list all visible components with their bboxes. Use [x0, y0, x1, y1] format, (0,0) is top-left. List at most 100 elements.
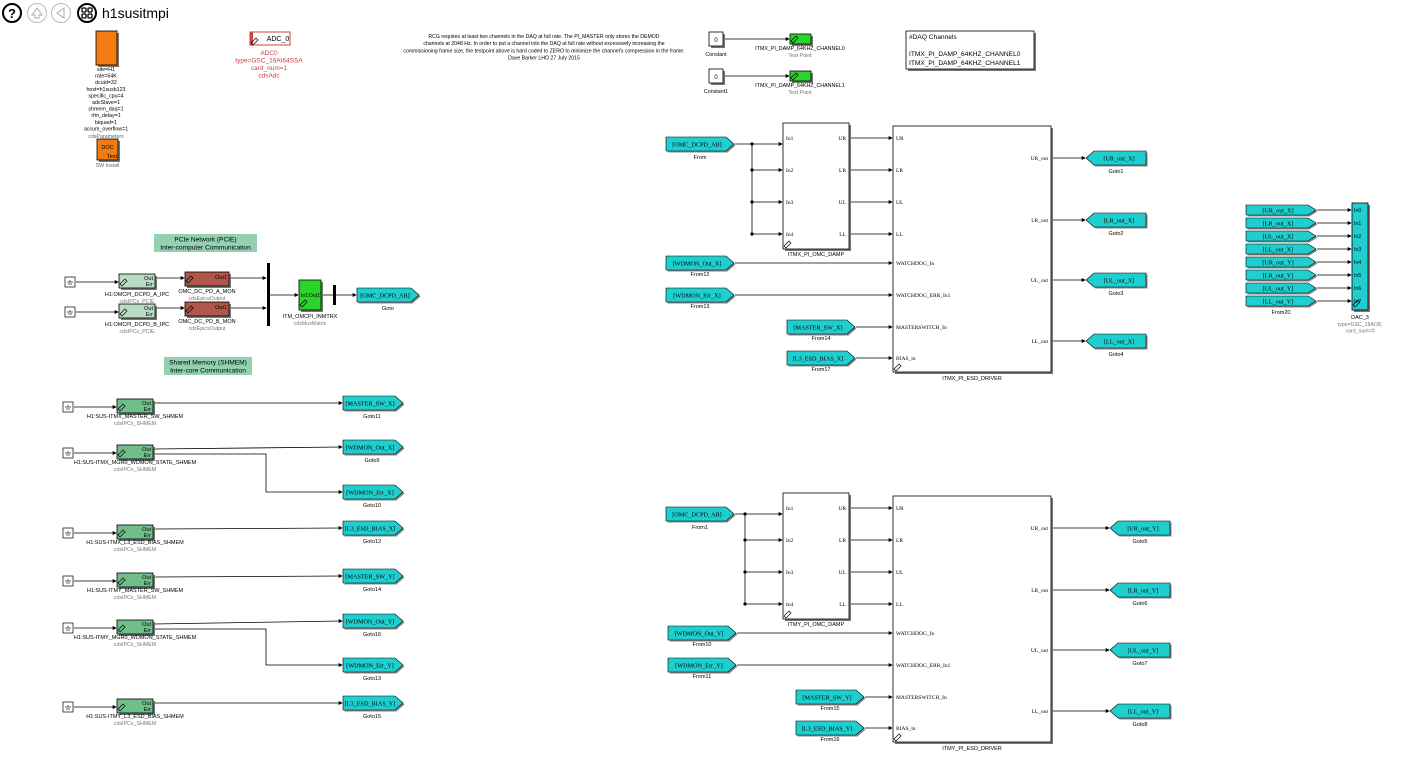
dac-from[interactable]: [1245, 295, 1317, 307]
help-icon[interactable]: ?: [2, 3, 22, 23]
itmy-from-dcpd[interactable]: [665, 506, 735, 522]
itmx-goto[interactable]: [1085, 333, 1147, 349]
itmx-from[interactable]: [786, 319, 856, 335]
dac-name: DAC_3: [1351, 315, 1369, 321]
shmem-goto[interactable]: [342, 484, 404, 500]
wire: [154, 628, 343, 667]
dac-from[interactable]: [1245, 217, 1317, 229]
dac-from[interactable]: [1245, 282, 1317, 294]
itmx-esd-driver-block[interactable]: [892, 125, 1052, 373]
shmem-goto-label: [WDMON_Out_Y]: [346, 618, 395, 625]
constant-block[interactable]: [708, 68, 724, 84]
dac-from[interactable]: [1245, 230, 1317, 242]
up-icon[interactable]: [27, 3, 47, 23]
dac-port: In2: [1354, 234, 1361, 240]
grid-icon[interactable]: [77, 3, 97, 23]
dac-port: In7: [1354, 299, 1361, 305]
pencil-icon: [1352, 299, 1361, 308]
shmem-ipc-type: cdsIPCx_SHMEM: [114, 467, 156, 473]
daq-title: #DAQ Channels: [909, 34, 957, 41]
doc-block[interactable]: [96, 138, 119, 161]
itmy-from-label: [WDMON_Err_Y]: [675, 662, 722, 669]
itmx-from-dcpd[interactable]: [665, 136, 735, 152]
dac-block[interactable]: [1351, 202, 1369, 311]
shmem-ipc-block[interactable]: [116, 619, 154, 635]
pencil-icon: [250, 37, 259, 46]
epics-port: Out1: [215, 305, 227, 311]
params-line: dcuid=32: [95, 80, 117, 86]
mux-bar: [267, 263, 270, 326]
shmem-ipc-block[interactable]: [116, 524, 154, 540]
dac-port: In0: [1354, 208, 1361, 214]
shmem-ipc-block[interactable]: [116, 398, 154, 414]
dac-from[interactable]: [1245, 243, 1317, 255]
test-point-block[interactable]: [789, 70, 812, 82]
itmy-goto[interactable]: [1109, 703, 1171, 719]
itmx-from[interactable]: [786, 350, 856, 366]
omc-damp-port: In1: [786, 136, 794, 142]
shmem-goto[interactable]: [342, 695, 404, 711]
shmem-ipc-block[interactable]: [116, 698, 154, 714]
epics-output-block[interactable]: [184, 301, 230, 317]
dac-from[interactable]: [1245, 204, 1317, 216]
itmx-goto-label: [LL_out_X]: [1104, 338, 1134, 345]
back-icon[interactable]: [51, 3, 71, 23]
constant-caption: Constant: [705, 52, 727, 58]
pcie-section-label-text: Inter-computer Communication: [160, 245, 251, 252]
itmx-from[interactable]: [665, 255, 735, 271]
shmem-section-label-text: Inter-core Communication: [170, 368, 246, 375]
constant-block[interactable]: [708, 31, 724, 47]
shmem-ipc-name: H1:SUS-ITMX_MASTER_SW_SHMEM: [87, 414, 184, 420]
params-block[interactable]: [95, 30, 118, 66]
dac-from-label: [LR_out_X]: [1263, 220, 1294, 227]
dac-from-label: [LL_out_X]: [1263, 246, 1293, 253]
shmem-goto[interactable]: [342, 657, 404, 673]
pcie-ipc-block[interactable]: [118, 273, 156, 289]
shmem-goto[interactable]: [342, 439, 404, 455]
itmy-goto[interactable]: [1109, 520, 1171, 536]
shmem-ipc-block[interactable]: [116, 444, 154, 460]
shmem-goto[interactable]: [342, 395, 404, 411]
ipc-port: Out: [142, 622, 151, 628]
itmy-omc-damp-block[interactable]: [782, 492, 850, 620]
esd-driver-port: UR_out: [1031, 526, 1049, 532]
dac-from[interactable]: [1245, 256, 1317, 268]
goto-omc-dcpd[interactable]: [356, 287, 420, 303]
omc-damp-name: ITMX_PI_OMC_DAMP: [788, 252, 845, 258]
ipc-port: Err: [144, 707, 152, 713]
pcie-ipc-name: H1:OMCPI_DCPD_A_IPC: [105, 292, 169, 298]
itmx-goto[interactable]: [1085, 272, 1147, 288]
itmy-from[interactable]: [667, 657, 737, 673]
pencil-icon: [117, 624, 126, 633]
constant-caption: Constant1: [704, 89, 728, 95]
itmx-from[interactable]: [665, 287, 735, 303]
shmem-ipc-block[interactable]: [116, 572, 154, 588]
itmy-esd-driver-block[interactable]: [892, 495, 1052, 743]
shmem-goto[interactable]: [342, 613, 404, 629]
test-point-name: ITMX_PI_DAMP_64KHZ_CHANNEL0: [755, 46, 845, 52]
itmy-goto[interactable]: [1109, 642, 1171, 658]
epics-type: cdsEpicsOutput: [188, 296, 226, 302]
itmy-from[interactable]: [795, 689, 865, 705]
doc-caption: SW Install: [96, 163, 120, 169]
pcie-ipc-block[interactable]: [118, 303, 156, 319]
itmx-from-label: [L3_ESD_BIAS_X]: [793, 355, 844, 362]
itmx-omc-damp-block[interactable]: [782, 122, 850, 250]
itmx-goto[interactable]: [1085, 150, 1147, 166]
test-point-block[interactable]: [789, 33, 812, 45]
goto-caption: Goto1: [1109, 169, 1124, 175]
mux-matrix-block[interactable]: [298, 279, 322, 311]
shmem-goto[interactable]: [342, 568, 404, 584]
pencil-icon: [117, 403, 126, 412]
itmx-goto[interactable]: [1085, 212, 1147, 228]
mux-port: Out1: [309, 293, 320, 299]
itmy-from[interactable]: [795, 720, 865, 736]
shmem-goto-label: [WDMON_Out_X]: [346, 444, 395, 451]
goto-omc-dcpd-label: [OMC_DCPD_AB]: [360, 292, 410, 299]
pencil-icon: [783, 240, 792, 249]
epics-output-block[interactable]: [184, 271, 230, 287]
itmy-from[interactable]: [667, 625, 737, 641]
shmem-goto[interactable]: [342, 520, 404, 536]
itmy-goto[interactable]: [1109, 582, 1171, 598]
dac-from[interactable]: [1245, 269, 1317, 281]
